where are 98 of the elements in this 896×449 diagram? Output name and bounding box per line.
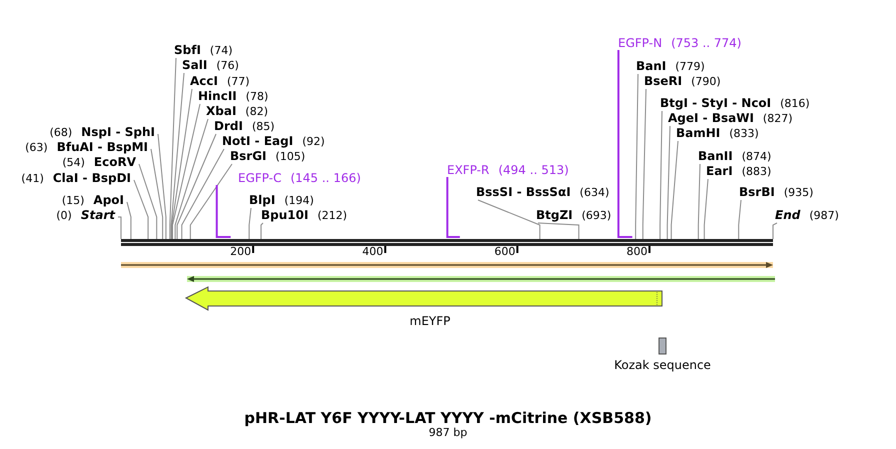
cut-position: (41) [21, 172, 44, 185]
cut-position: (78) [246, 90, 268, 103]
enzyme-name: HincII [198, 89, 237, 103]
cut-position: (790) [691, 75, 721, 88]
cut-position: (0) [56, 209, 72, 222]
cut-position: (693) [582, 209, 612, 222]
leader-line [158, 134, 166, 240]
cut-position: (816) [780, 97, 810, 110]
enzyme-name: BsrGI [230, 149, 267, 163]
leader-line [150, 148, 164, 240]
enzyme-name: BamHI [676, 126, 720, 140]
enzyme-name: BseRI [644, 74, 682, 88]
cut-position: (15) [62, 194, 84, 207]
primer-line [216, 185, 231, 238]
leader-line [172, 104, 200, 240]
cut-position: (833) [729, 127, 759, 140]
enzyme-name: XbaI [206, 104, 236, 118]
enzyme-name: ClaI - BspDI [52, 171, 131, 185]
primer-name: EXFP-R [447, 163, 490, 177]
cut-position: (85) [252, 120, 275, 133]
leader-line [666, 126, 670, 240]
cut-position: (634) [580, 186, 610, 199]
primer-name: EGFP-C [238, 171, 282, 185]
cut-position: (827) [762, 112, 792, 125]
enzyme-name: EarI [706, 164, 733, 178]
leader-line [134, 180, 149, 240]
leader-line [670, 140, 678, 240]
cut-position: (63) [25, 141, 48, 154]
cut-position: (779) [675, 60, 705, 73]
leader-line [190, 164, 232, 240]
cut-position: (82) [245, 105, 268, 118]
primer-range: (145 .. 166) [290, 171, 361, 185]
cut-position: (874) [742, 150, 772, 163]
scale-label: 600 [494, 245, 516, 258]
enzyme-name: BanII [698, 149, 733, 163]
enzyme-name: NotI - EagI [222, 134, 294, 148]
map-caption: 987 bp [428, 426, 468, 439]
leader-line [170, 72, 184, 240]
leader-line [174, 118, 208, 240]
leader-line [181, 148, 224, 240]
leader-line [171, 88, 192, 240]
leader-line [169, 58, 176, 240]
leader-line [698, 164, 700, 240]
cut-position: (883) [742, 165, 772, 178]
enzyme-name: ApoI [93, 193, 124, 207]
leader-line [642, 88, 646, 240]
leader-line [635, 74, 638, 240]
cut-position: (77) [226, 75, 250, 88]
cut-position: (105) [276, 150, 306, 163]
leader-line [738, 200, 742, 240]
leader-line [248, 208, 252, 240]
enzyme-name: BanI [636, 59, 666, 73]
sequence-end-label: End [775, 208, 800, 222]
enzyme-name: AgeI - BsaWI [668, 111, 754, 125]
cut-position: (935) [784, 186, 814, 199]
enzyme-name: BlpI [249, 193, 276, 207]
enzyme-name: DrdI [214, 119, 243, 133]
leader-line [772, 222, 778, 240]
leader-line [118, 216, 122, 240]
cut-position: (74) [210, 44, 233, 57]
cut-position: (212) [317, 209, 348, 222]
enzyme-name: Bpu10I [261, 208, 308, 222]
enzyme-name: BssSI - BssSαI [476, 185, 571, 199]
enzyme-name: SbfI [174, 43, 201, 57]
enzyme-name: BtgZI [536, 208, 573, 222]
leader-line [704, 178, 708, 240]
enzyme-name: BsrBI [739, 185, 775, 199]
enzyme-name: NspI - SphI [81, 125, 155, 139]
scale-label: 200 [230, 245, 252, 258]
primer-range: (753 .. 774) [671, 36, 742, 50]
leader-line [478, 200, 540, 240]
leader-line [138, 164, 158, 240]
enzyme-name: SalI [182, 58, 208, 72]
primer-line [617, 50, 632, 238]
leader-line [260, 222, 264, 240]
cut-position: (92) [302, 135, 325, 148]
primer-range: (494 .. 513) [498, 163, 569, 177]
enzyme-name: EcoRV [94, 155, 136, 169]
leader-line [660, 110, 662, 240]
primer-name: EGFP-N [618, 36, 662, 50]
scale-label: 800 [626, 245, 648, 258]
primer-line [446, 177, 460, 238]
cut-position: (68) [50, 126, 72, 139]
feature-label: mEYFP [410, 314, 450, 328]
enzyme-name: BfuAI - BspMI [56, 140, 148, 154]
map-title: pHR-LAT Y6F YYYY-LAT YYYY -mCitrine (XSB588) [244, 409, 652, 427]
scale-label: 400 [362, 245, 384, 258]
leader-line [538, 222, 580, 240]
enzyme-name: AccI [190, 74, 218, 88]
sequence-end-label: Start [80, 208, 115, 222]
cut-position: (987) [809, 209, 839, 222]
cut-position: (194) [284, 194, 314, 207]
leader-line [176, 134, 216, 240]
cut-position: (76) [216, 59, 239, 72]
cut-position: (54) [62, 156, 85, 169]
feature-label: Kozak sequence [614, 358, 711, 372]
enzyme-name: BtgI - StyI - NcoI [660, 96, 772, 110]
leader-line [126, 202, 132, 240]
